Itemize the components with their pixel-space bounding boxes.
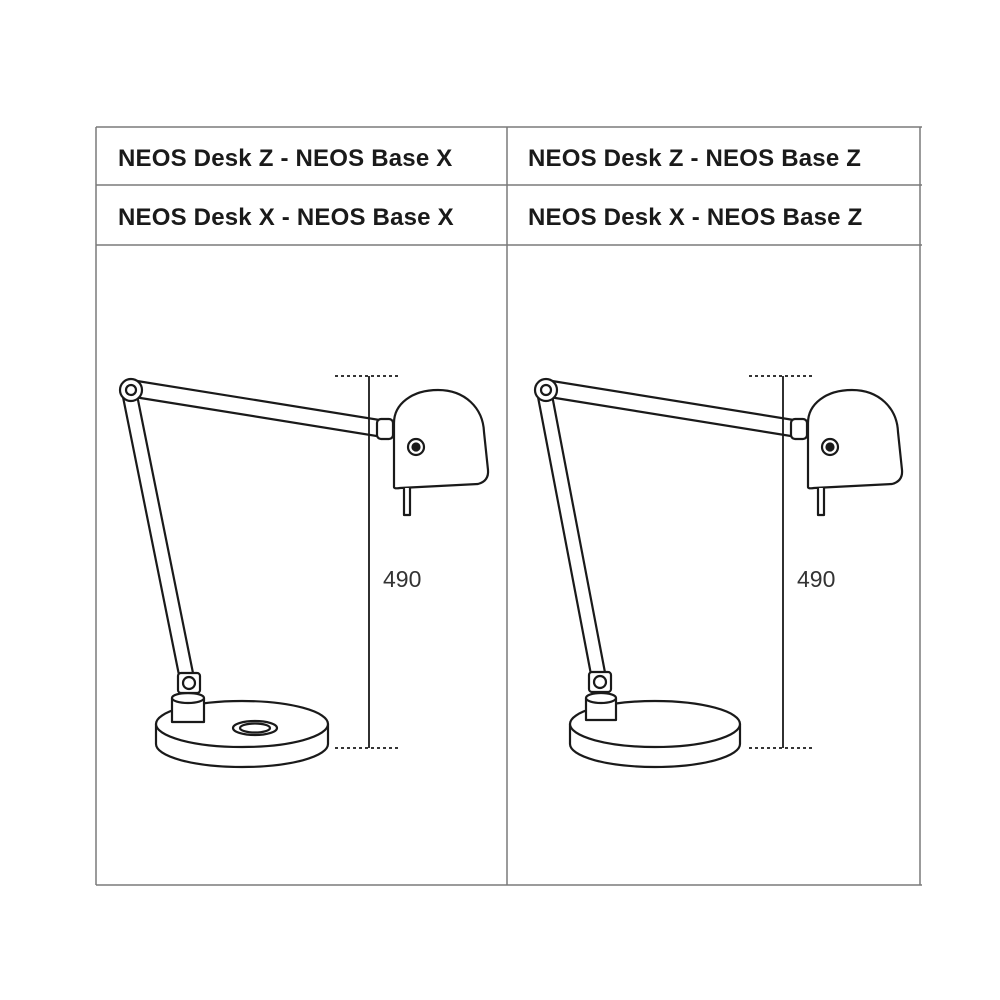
base-center-ring (231, 719, 279, 737)
elbow-joint (533, 377, 559, 403)
header-row1-right-label: NEOS Desk Z - NEOS Base Z (528, 145, 862, 172)
header-row1-left-label: NEOS Desk Z - NEOS Base X (118, 145, 453, 172)
header-row2-left-label: NEOS Desk X - NEOS Base X (118, 204, 454, 231)
column-socket (170, 691, 206, 724)
head-joint (789, 417, 809, 441)
pull-switch (816, 486, 826, 517)
height-dimension-left (335, 375, 398, 749)
elbow-joint (118, 377, 144, 403)
lower-arm (536, 393, 609, 687)
header-row2-right-label: NEOS Desk X - NEOS Base Z (528, 204, 863, 231)
upper-arm (541, 378, 802, 439)
height-dimension-right (749, 375, 812, 749)
lower-knuckle (176, 671, 202, 695)
height-dimension-label-right: 490 (797, 566, 836, 592)
pull-switch (402, 486, 412, 517)
lamp-head (806, 388, 904, 490)
lamp-head (392, 388, 490, 490)
lower-knuckle (587, 670, 613, 694)
height-dimension-label-left: 490 (383, 566, 422, 592)
column-socket (584, 691, 618, 722)
